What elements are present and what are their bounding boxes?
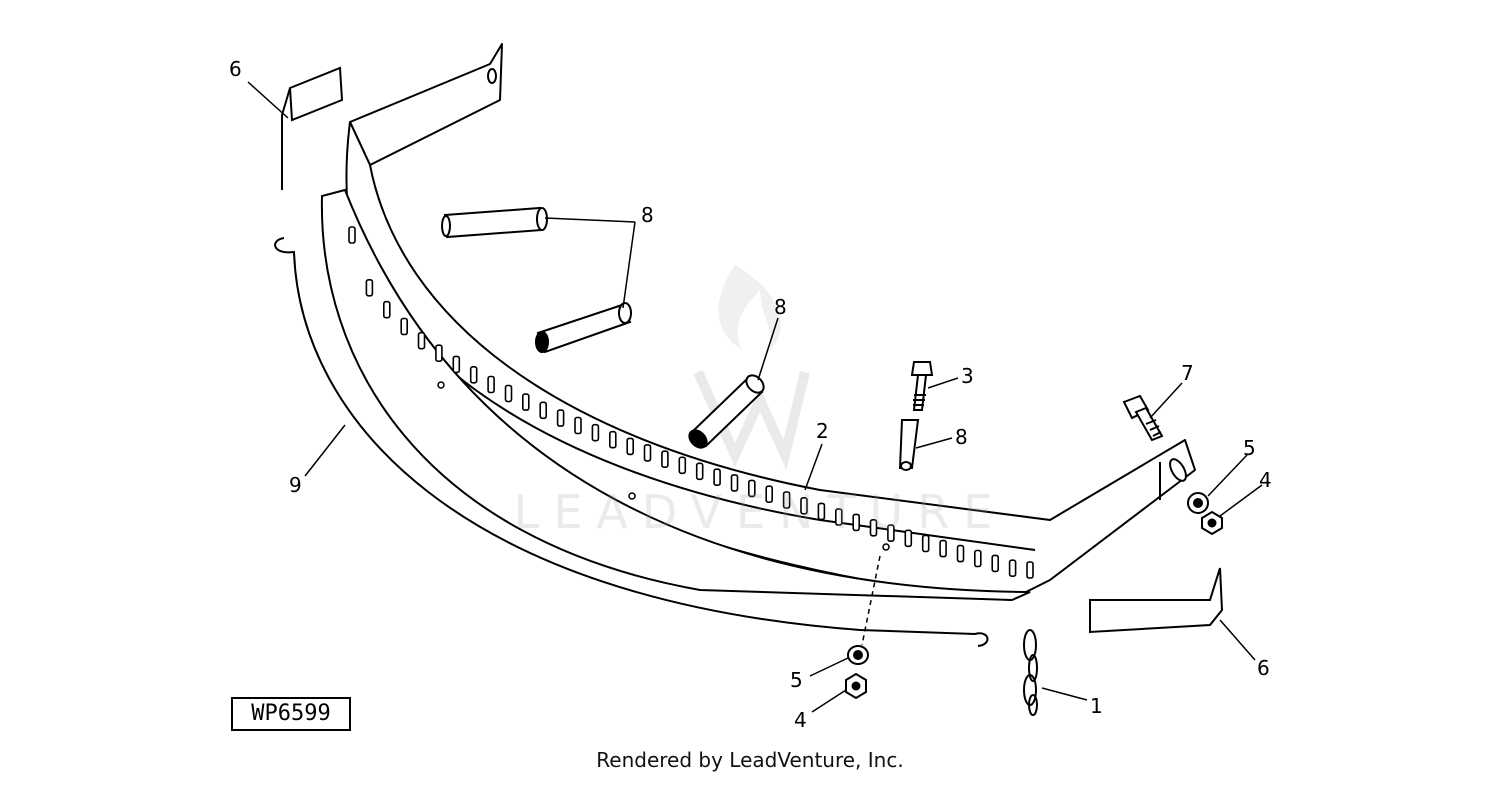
band-slot [608, 430, 617, 449]
band-slots [348, 226, 1034, 579]
band-slot [730, 474, 739, 492]
band-slot [643, 444, 652, 462]
callout-6-top: 6 [229, 57, 242, 81]
callout-8-upper: 8 [641, 203, 654, 227]
band-slot [834, 508, 843, 526]
leader-lines [247, 81, 1263, 713]
band-slot [956, 544, 965, 563]
band-slot [382, 300, 391, 319]
callout-5-right: 5 [1243, 436, 1256, 460]
nut-right [1201, 510, 1223, 536]
band-slot [400, 317, 409, 336]
callout-1: 1 [1090, 694, 1103, 718]
band-slot [348, 226, 356, 244]
band-slot [539, 401, 548, 420]
band-slot [695, 462, 704, 481]
band-slot [1026, 561, 1034, 579]
pad-top-left [281, 66, 344, 190]
callout-4-right: 4 [1259, 468, 1272, 492]
band-slot [973, 549, 982, 568]
callout-2: 2 [816, 419, 829, 443]
band-slot [591, 423, 600, 442]
callout-8-lower: 8 [774, 295, 787, 319]
callout-labels: 6 8 8 3 8 7 5 4 2 9 6 1 5 4 [229, 57, 1272, 732]
callout-6-bottom: 6 [1257, 656, 1270, 680]
callout-7: 7 [1181, 361, 1194, 385]
chain [1023, 629, 1038, 716]
band-slot [521, 393, 530, 411]
pin-middle [535, 302, 632, 354]
band-slot [435, 344, 443, 363]
hook-rod [274, 237, 989, 647]
band-slot [869, 518, 878, 537]
pin-upper [441, 206, 548, 239]
pad-bottom-right [1089, 567, 1224, 634]
band-slot [365, 278, 374, 297]
band-slot [661, 450, 669, 469]
callout-8-small: 8 [955, 425, 968, 449]
band-slot [991, 554, 1000, 573]
lower-bar [320, 188, 1031, 602]
band-slot [626, 437, 635, 456]
band-slot [921, 534, 930, 553]
band-slot [487, 375, 495, 394]
band-slot [817, 502, 826, 521]
band-slot [782, 491, 791, 509]
bolt-7 [1122, 394, 1164, 442]
band-slot [556, 409, 565, 427]
pin-lower [688, 374, 765, 449]
band-slot [747, 479, 756, 498]
band-slot [887, 524, 895, 542]
callout-4-bottom: 4 [794, 708, 807, 732]
band-slot [417, 331, 426, 350]
band-slot [504, 384, 513, 403]
callout-3: 3 [961, 364, 974, 388]
figure-id-box: WP6599 [231, 697, 351, 731]
band-slot [452, 355, 461, 374]
watermark-text: LEADVENTURE [513, 485, 1007, 539]
washer-bottom [847, 645, 869, 665]
band-slot [904, 529, 913, 548]
washer-right [1187, 492, 1209, 514]
band-slot [469, 365, 478, 384]
band-slot [713, 468, 721, 487]
band-slot [765, 485, 774, 504]
band-slot [574, 416, 582, 435]
band-holes [437, 381, 890, 551]
callout-5-bottom: 5 [790, 668, 803, 692]
band-slot [1008, 559, 1017, 578]
band-slot [800, 496, 808, 515]
band-slot [939, 539, 947, 558]
footer-credit: Rendered by LeadVenture, Inc. [596, 748, 904, 772]
pin-small [898, 419, 920, 471]
callout-9: 9 [289, 473, 302, 497]
bolt-3 [910, 361, 934, 411]
band-slot [678, 456, 687, 475]
nut-bottom [845, 672, 867, 700]
band-slot [852, 513, 861, 532]
